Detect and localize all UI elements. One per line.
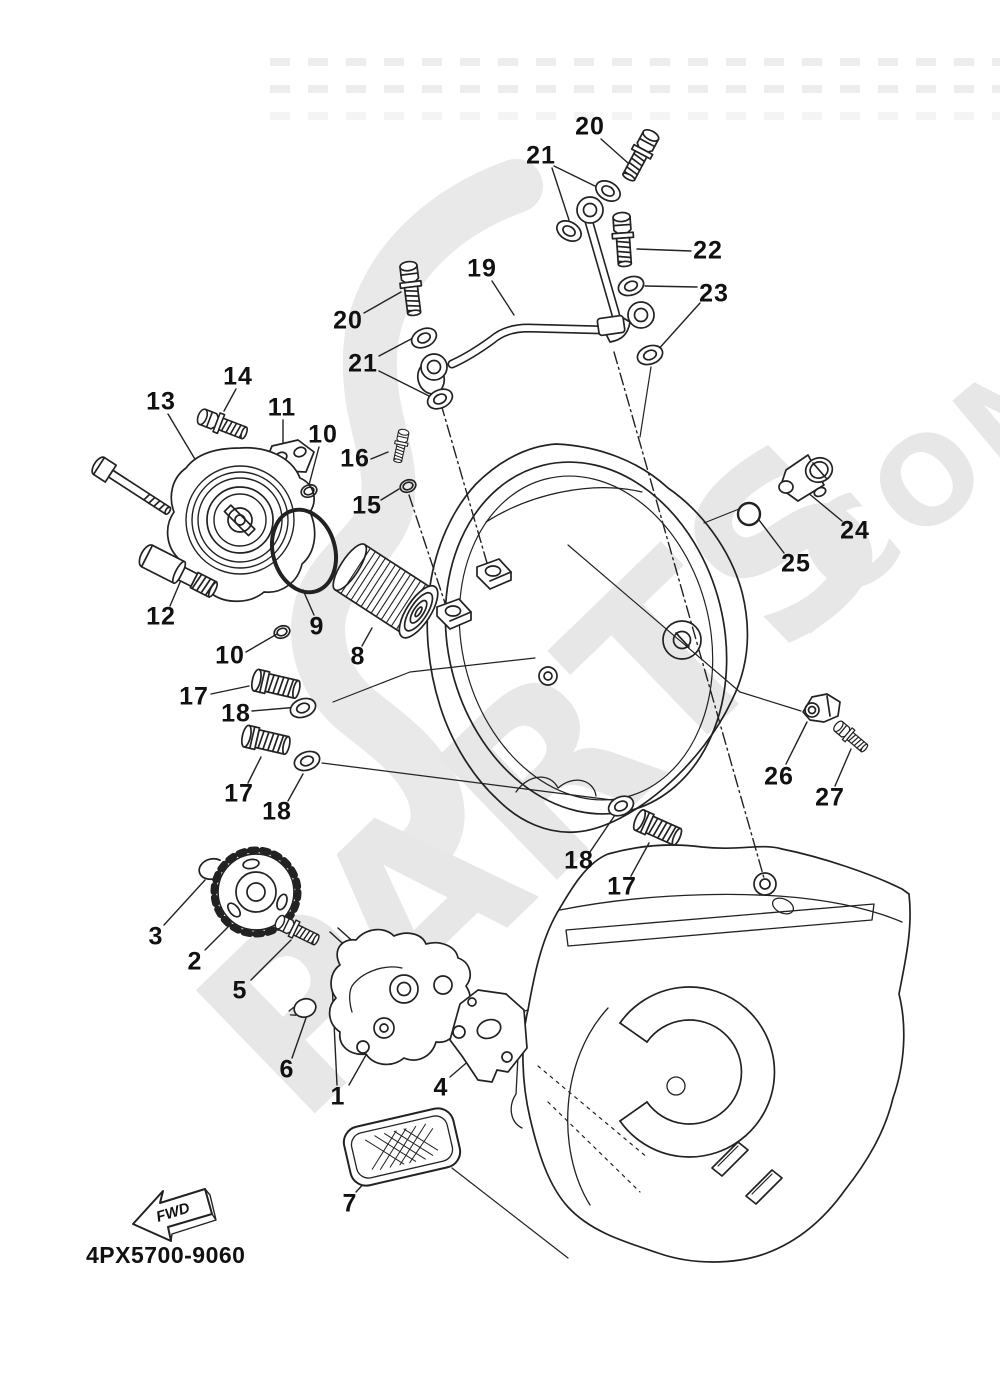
watermark-dash-row [270,85,1000,93]
part-number-21: 21 [348,349,378,378]
leader-line-25 [758,519,785,554]
part-number-10: 10 [308,420,338,449]
leader-line-21 [551,167,570,221]
leader-line-21 [553,165,600,189]
leader-line-8 [361,627,373,647]
leader-line-22 [636,248,692,252]
alignment-lines [321,351,802,1259]
part-number-16: 16 [340,444,370,473]
part-number-18: 18 [221,699,251,728]
part-number-9: 9 [309,612,325,641]
leader-line-26 [785,721,808,765]
part-number-18: 18 [564,846,594,875]
part-number-13: 13 [146,387,176,416]
leader-line-14 [223,388,237,412]
leader-line-21 [378,370,430,397]
part-number-18: 18 [262,797,292,826]
pump-gasket-plate [449,989,528,1083]
o-ring-25 [736,501,762,527]
part-number-15: 15 [352,491,382,520]
leader-line-15 [380,488,400,501]
part-number-24: 24 [840,516,870,545]
leader-line-20 [600,138,629,164]
nozzle-24 [778,454,834,502]
leader-line-21 [378,337,414,357]
part-number-19: 19 [467,254,497,283]
part-number-14: 14 [223,362,253,391]
leader-line-10 [308,446,320,486]
clamp-26 [802,693,841,723]
strainer-screen [342,1107,462,1187]
leader-line-23 [655,302,701,353]
leader-line-18 [287,773,304,802]
part-number-5: 5 [232,976,248,1005]
leader-line-17 [210,685,250,695]
part-number-17: 17 [224,779,254,808]
leader-line-20 [363,291,402,314]
part-number-17: 17 [607,872,637,901]
oil-pump-cover [166,439,316,603]
leader-line-10 [245,633,278,653]
part-number-10: 10 [215,641,245,670]
pump-driven-gear [198,846,302,938]
part-number-20: 20 [575,112,605,141]
part-number-26: 26 [764,762,794,791]
o-ring-9 [270,507,338,595]
leader-line-9 [302,589,315,616]
part-number-27: 27 [815,783,845,812]
part-number-21: 21 [526,141,556,170]
leader-line-5 [250,939,292,981]
leader-line-18 [589,814,616,853]
leader-line-6 [291,1017,307,1059]
cover-boss-1 [476,558,512,590]
watermark-dash-row [270,112,1000,120]
leader-line-17 [630,842,650,877]
part-number-25: 25 [781,549,811,578]
drawing-code: 4PX5700-9060 [86,1242,246,1268]
leader-line-16 [370,451,389,460]
bolt-12 [138,544,219,599]
part-number-12: 12 [146,602,176,631]
leader-line-3 [163,879,206,926]
part-number-8: 8 [350,642,366,671]
leader-line-2 [204,926,229,951]
part-number-11: 11 [267,393,297,422]
part-number-22: 22 [693,236,723,265]
leader-line-24 [806,491,843,522]
leader-line-23 [644,285,698,288]
part-number-3: 3 [148,922,164,951]
part-number-6: 6 [279,1055,295,1084]
part-number-4: 4 [433,1073,449,1102]
part-number-23: 23 [699,279,729,308]
leader-line-1 [331,981,338,1086]
part-number-2: 2 [187,947,203,976]
part-number-17: 17 [179,682,209,711]
oil-pump-assembly [328,927,471,1066]
part-number-7: 7 [342,1189,358,1218]
part-number-1: 1 [330,1082,346,1111]
bolt-13 [91,456,172,516]
leader-line-27 [834,748,852,787]
leader-line-17 [247,756,262,784]
plug-6 [288,997,317,1019]
cover-boss-2 [436,598,472,630]
part-number-20: 20 [333,306,363,335]
fwd-arrow: FWD [132,1188,217,1242]
leader-line-19 [491,280,515,316]
oil-filter-element [332,543,439,639]
watermark-dash-row [270,58,1000,66]
